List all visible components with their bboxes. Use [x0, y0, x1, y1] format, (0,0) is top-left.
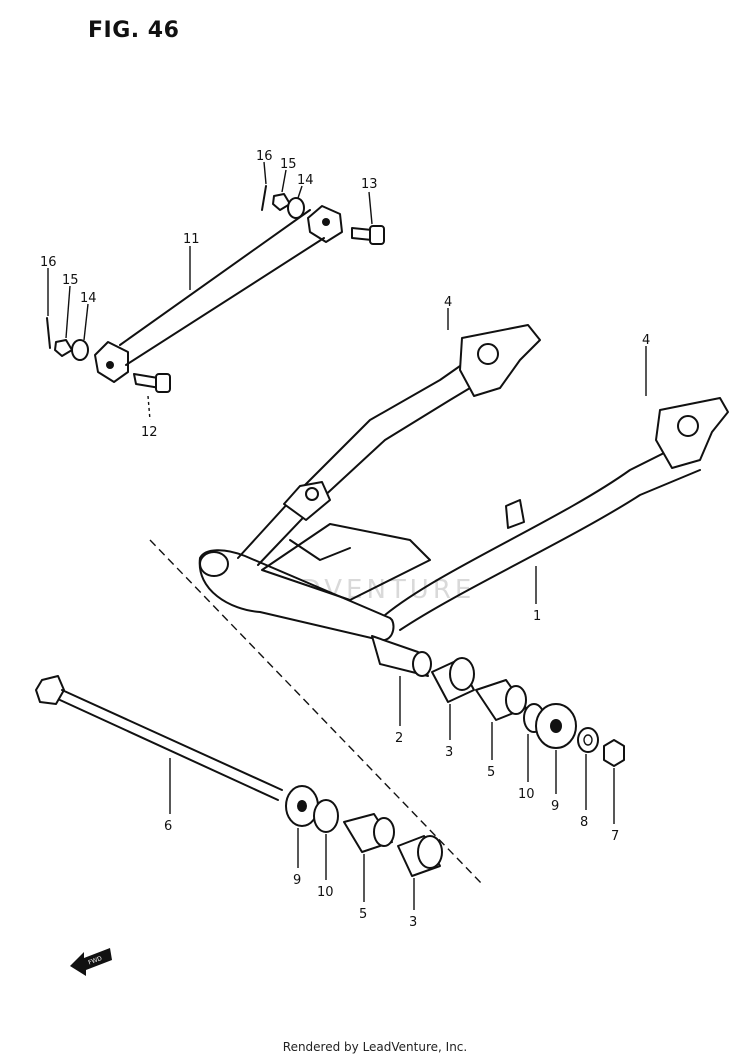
nut-7[interactable]: [603, 739, 625, 767]
callout-6: 6: [164, 819, 172, 834]
bushing-3-upper[interactable]: [431, 657, 475, 703]
callout-14-left: 14: [80, 291, 97, 306]
footer-credit: Rendered by LeadVenture, Inc.: [282, 1040, 468, 1054]
torque-rod[interactable]: [94, 205, 343, 383]
spacer-5-upper[interactable]: [475, 679, 527, 721]
washer-9-lower[interactable]: [285, 785, 319, 827]
callout-15-left: 15: [62, 273, 79, 288]
callout-2: 2: [395, 731, 403, 746]
callout-9-lower: 9: [293, 873, 301, 888]
callout-3-lower: 3: [409, 915, 417, 930]
pivot-bolt[interactable]: [35, 675, 283, 801]
callout-7: 7: [611, 829, 619, 844]
seal-10-lower[interactable]: [313, 799, 339, 833]
washer-9-upper[interactable]: [535, 703, 577, 749]
callout-4-right: 4: [642, 333, 650, 348]
figure-title: FIG. 46: [88, 18, 180, 43]
callout-5-lower: 5: [359, 907, 367, 922]
spacer-5-lower[interactable]: [343, 813, 395, 853]
callout-9-upper: 9: [551, 799, 559, 814]
callout-10-lower: 10: [317, 885, 334, 900]
callout-16-left: 16: [40, 255, 57, 270]
forward-arrow-icon: FWD: [70, 948, 112, 976]
callout-12: 12: [141, 425, 158, 440]
bolt-13[interactable]: [351, 225, 385, 245]
swing-arm[interactable]: [198, 324, 729, 677]
callout-1: 1: [533, 609, 541, 624]
hardware-top[interactable]: [261, 185, 305, 219]
callout-16-top: 16: [256, 149, 273, 164]
callout-3-upper: 3: [445, 745, 453, 760]
callout-11: 11: [183, 232, 200, 247]
callout-5-upper: 5: [487, 765, 495, 780]
leader-lines: [47, 161, 647, 910]
bushing-3-lower[interactable]: [397, 835, 443, 877]
bolt-12[interactable]: [133, 373, 171, 393]
callout-13: 13: [361, 177, 378, 192]
callout-15-top: 15: [280, 157, 297, 172]
callout-14-top: 14: [297, 173, 314, 188]
forward-label: FWD: [87, 955, 103, 966]
callout-8: 8: [580, 815, 588, 830]
callout-4-left: 4: [444, 295, 452, 310]
hardware-left[interactable]: [46, 317, 89, 361]
callout-10-upper: 10: [518, 787, 535, 802]
washer-8[interactable]: [577, 727, 599, 753]
callouts: 16 15 14 16 15 14 13 11 12 4 4 1 2 3 5 1…: [40, 149, 650, 930]
